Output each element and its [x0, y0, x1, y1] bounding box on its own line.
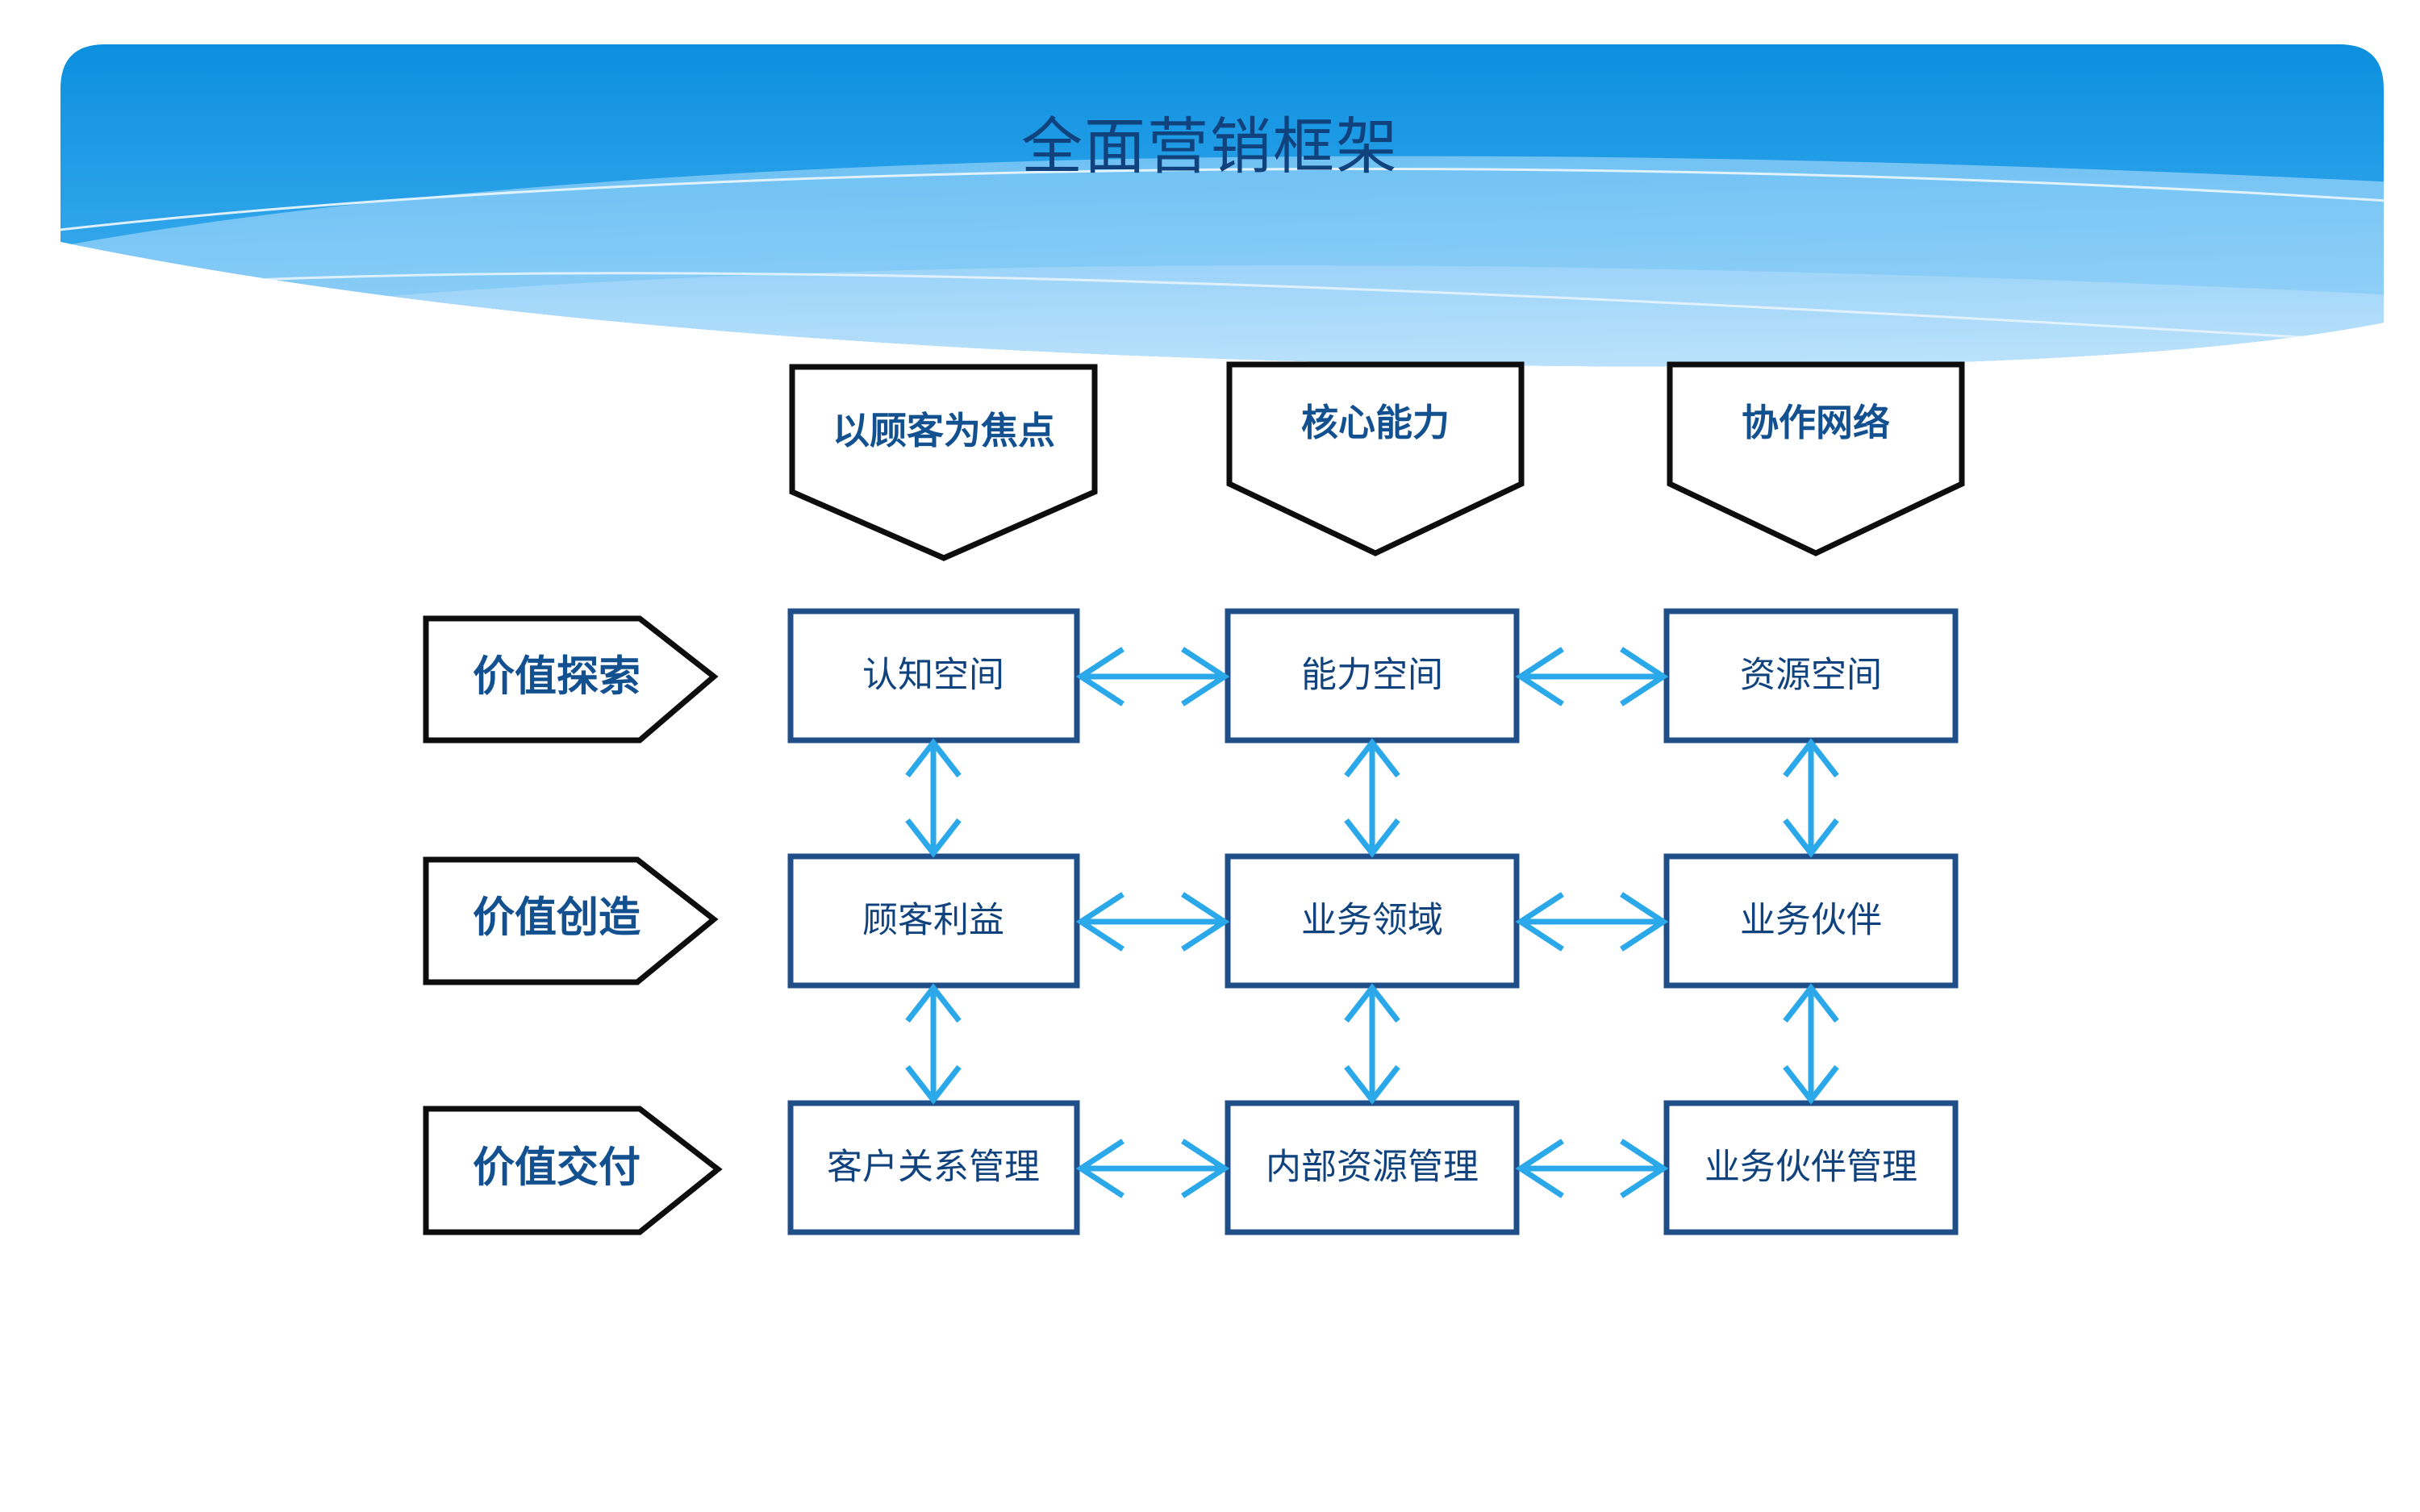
column-header-core-capability[interactable]: 核心能力	[1226, 361, 1525, 556]
connector-v-c3-r2-r3	[1783, 983, 1839, 1105]
cell-customer-relationship-management[interactable]: 客户关系管理	[787, 1100, 1080, 1235]
pentagon-shape	[1226, 361, 1525, 556]
cell-internal-resource-management[interactable]: 内部资源管理	[1225, 1100, 1520, 1235]
column-header-collaboration-network[interactable]: 协作网络	[1667, 361, 1965, 556]
column-header-label: 核心能力	[1301, 402, 1450, 444]
row-label-text: 价值探索	[473, 654, 640, 701]
slide-banner: 全面营销框架	[0, 0, 2420, 387]
cell-box	[1225, 853, 1520, 989]
banner-graphic	[60, 44, 2384, 367]
cell-label: 业务伙伴	[1740, 901, 1882, 940]
cell-box	[1225, 608, 1520, 744]
cell-label: 能力空间	[1301, 656, 1443, 695]
cell-label: 业务伙伴管理	[1704, 1148, 1917, 1187]
cell-label: 顾客利益	[862, 901, 1004, 940]
cell-business-domain[interactable]: 业务领域	[1225, 853, 1520, 989]
cell-customer-benefit[interactable]: 顾客利益	[787, 853, 1080, 989]
row-label-value-exploration[interactable]: 价值探索	[423, 615, 719, 744]
cell-label: 业务领域	[1301, 901, 1443, 940]
cell-label: 内部资源管理	[1266, 1148, 1479, 1187]
row-label-text: 价值创造	[473, 895, 640, 942]
connector-v-c2-r1-r2	[1344, 738, 1400, 858]
arrow-pentagon-shape	[423, 856, 719, 985]
connector-v-c3-r1-r2	[1783, 738, 1839, 858]
cell-resource-space[interactable]: 资源空间	[1663, 608, 1959, 744]
row-label-value-creation[interactable]: 价值创造	[423, 856, 719, 985]
cell-label: 认知空间	[862, 656, 1004, 695]
row-label-text: 价值交付	[473, 1145, 640, 1192]
cell-box	[1663, 608, 1959, 744]
connector-h-r2-c2-c3	[1515, 892, 1669, 952]
row-label-value-delivery[interactable]: 价值交付	[423, 1106, 723, 1235]
cell-cognitive-space[interactable]: 认知空间	[787, 608, 1080, 744]
cell-capability-space[interactable]: 能力空间	[1225, 608, 1520, 744]
connector-h-r1-c2-c3	[1515, 647, 1669, 706]
connector-v-c1-r2-r3	[905, 983, 962, 1105]
connector-v-c2-r2-r3	[1344, 983, 1400, 1105]
cell-label: 客户关系管理	[827, 1148, 1040, 1187]
cell-box	[787, 608, 1080, 744]
connector-h-r3-c1-c2	[1075, 1139, 1230, 1198]
cell-box	[1663, 1100, 1959, 1235]
cell-business-partner[interactable]: 业务伙伴	[1663, 853, 1959, 989]
pentagon-shape	[789, 364, 1098, 561]
arrow-pentagon-shape	[423, 615, 719, 744]
connector-v-c1-r1-r2	[905, 738, 962, 858]
arrow-pentagon-shape	[423, 1106, 723, 1235]
column-header-label: 协作网络	[1742, 402, 1890, 444]
column-header-label: 以顾客为焦点	[832, 410, 1055, 452]
connector-h-r3-c2-c3	[1515, 1139, 1669, 1198]
column-header-customer-focus[interactable]: 以顾客为焦点	[789, 364, 1098, 561]
pentagon-shape	[1667, 361, 1965, 556]
cell-label: 资源空间	[1740, 656, 1882, 695]
cell-business-partner-management[interactable]: 业务伙伴管理	[1663, 1100, 1959, 1235]
connector-h-r1-c1-c2	[1075, 647, 1230, 706]
connector-h-r2-c1-c2	[1075, 892, 1230, 952]
cell-box	[787, 1100, 1080, 1235]
